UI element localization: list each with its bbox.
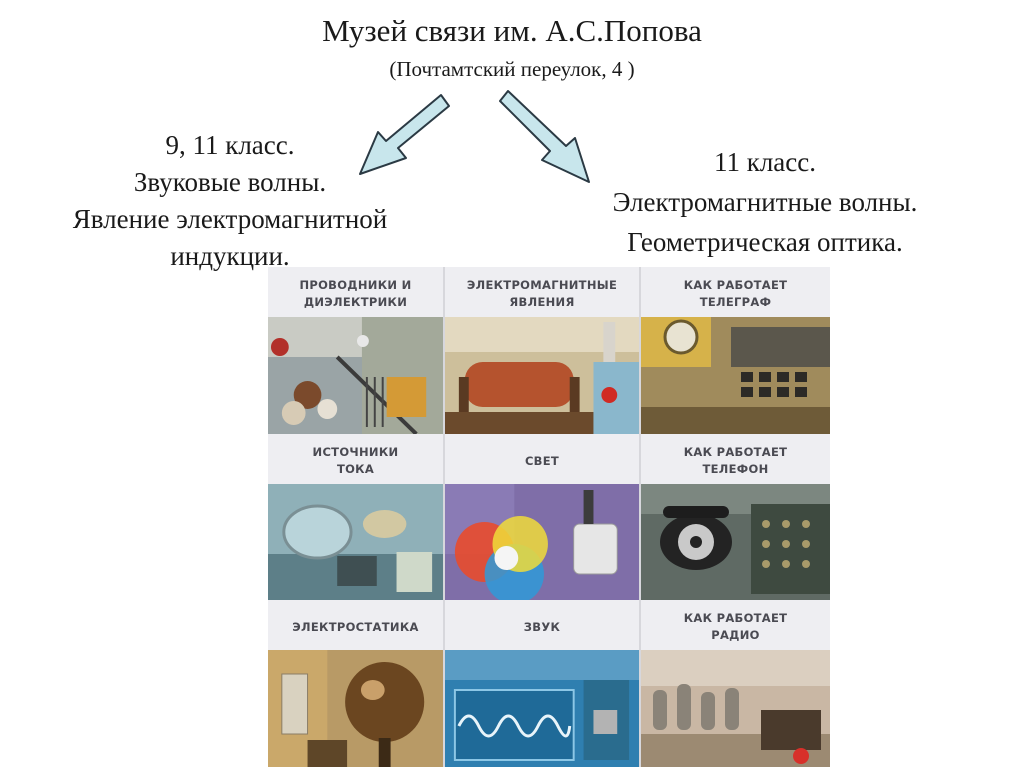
poster-panel-conductors: ПРОВОДНИКИ И ДИЭЛЕКТРИКИ bbox=[268, 267, 445, 434]
poster-panel-telegraph: КАК РАБОТАЕТ ТЕЛЕГРАФ bbox=[641, 267, 830, 434]
panel-label: КАК РАБОТАЕТ РАДИО bbox=[641, 600, 830, 652]
current-sources-photo bbox=[268, 484, 443, 600]
panel-label: ЗВУК bbox=[445, 600, 639, 652]
exhibition-poster: ПРОВОДНИКИ И ДИЭЛЕКТРИКИ bbox=[268, 267, 830, 767]
telegraph-photo bbox=[641, 317, 830, 434]
conductors-photo bbox=[268, 317, 443, 434]
electrostatics-photo bbox=[268, 650, 443, 767]
radio-photo bbox=[641, 650, 830, 767]
poster-panel-radio: КАК РАБОТАЕТ РАДИО bbox=[641, 600, 830, 767]
sound-photo bbox=[445, 650, 639, 767]
arrow-left bbox=[359, 94, 450, 175]
poster-panel-telephone: КАК РАБОТАЕТ ТЕЛЕФОН bbox=[641, 434, 830, 600]
right-topics: 11 класс. Электромагнитные волны. Геомет… bbox=[540, 142, 990, 262]
poster-panel-sound: ЗВУК bbox=[445, 600, 641, 767]
museum-address: (Почтамтский переулок, 4 ) bbox=[389, 57, 635, 81]
left-topic-sound: Звуковые волны. bbox=[133, 167, 327, 197]
poster-panel-electromagnetic: ЭЛЕКТРОМАГНИТНЫЕ ЯВЛЕНИЯ bbox=[445, 267, 641, 434]
left-topic-induction-1: Явление электромагнитной bbox=[72, 204, 388, 234]
left-topic-induction-2: индукции. bbox=[170, 241, 290, 271]
panel-label: ЭЛЕКТРОСТАТИКА bbox=[268, 600, 443, 652]
panel-label: ИСТОЧНИКИ ТОКА bbox=[268, 434, 443, 486]
arrow-right bbox=[499, 90, 590, 183]
panel-label: СВЕТ bbox=[445, 434, 639, 486]
poster-panel-electrostatics: ЭЛЕКТРОСТАТИКА bbox=[268, 600, 445, 767]
electromagnetic-photo bbox=[445, 317, 639, 434]
right-topic-em-waves: Электромагнитные волны. bbox=[612, 187, 918, 217]
light-photo bbox=[445, 484, 639, 600]
right-grade: 11 класс. bbox=[713, 147, 817, 177]
panel-label: ПРОВОДНИКИ И ДИЭЛЕКТРИКИ bbox=[268, 267, 443, 319]
poster-panel-light: СВЕТ bbox=[445, 434, 641, 600]
poster-panel-current-sources: ИСТОЧНИКИ ТОКА bbox=[268, 434, 445, 600]
panel-label: ЭЛЕКТРОМАГНИТНЫЕ ЯВЛЕНИЯ bbox=[445, 267, 639, 319]
telephone-photo bbox=[641, 484, 830, 600]
panel-label: КАК РАБОТАЕТ ТЕЛЕФОН bbox=[641, 434, 830, 486]
left-grade: 9, 11 класс. bbox=[165, 130, 295, 160]
right-topic-optics: Геометрическая оптика. bbox=[627, 227, 903, 257]
page-title: Музей связи им. А.С.Попова bbox=[322, 13, 702, 48]
panel-label: КАК РАБОТАЕТ ТЕЛЕГРАФ bbox=[641, 267, 830, 319]
left-topics: 9, 11 класс. Звуковые волны. Явление эле… bbox=[0, 127, 460, 275]
